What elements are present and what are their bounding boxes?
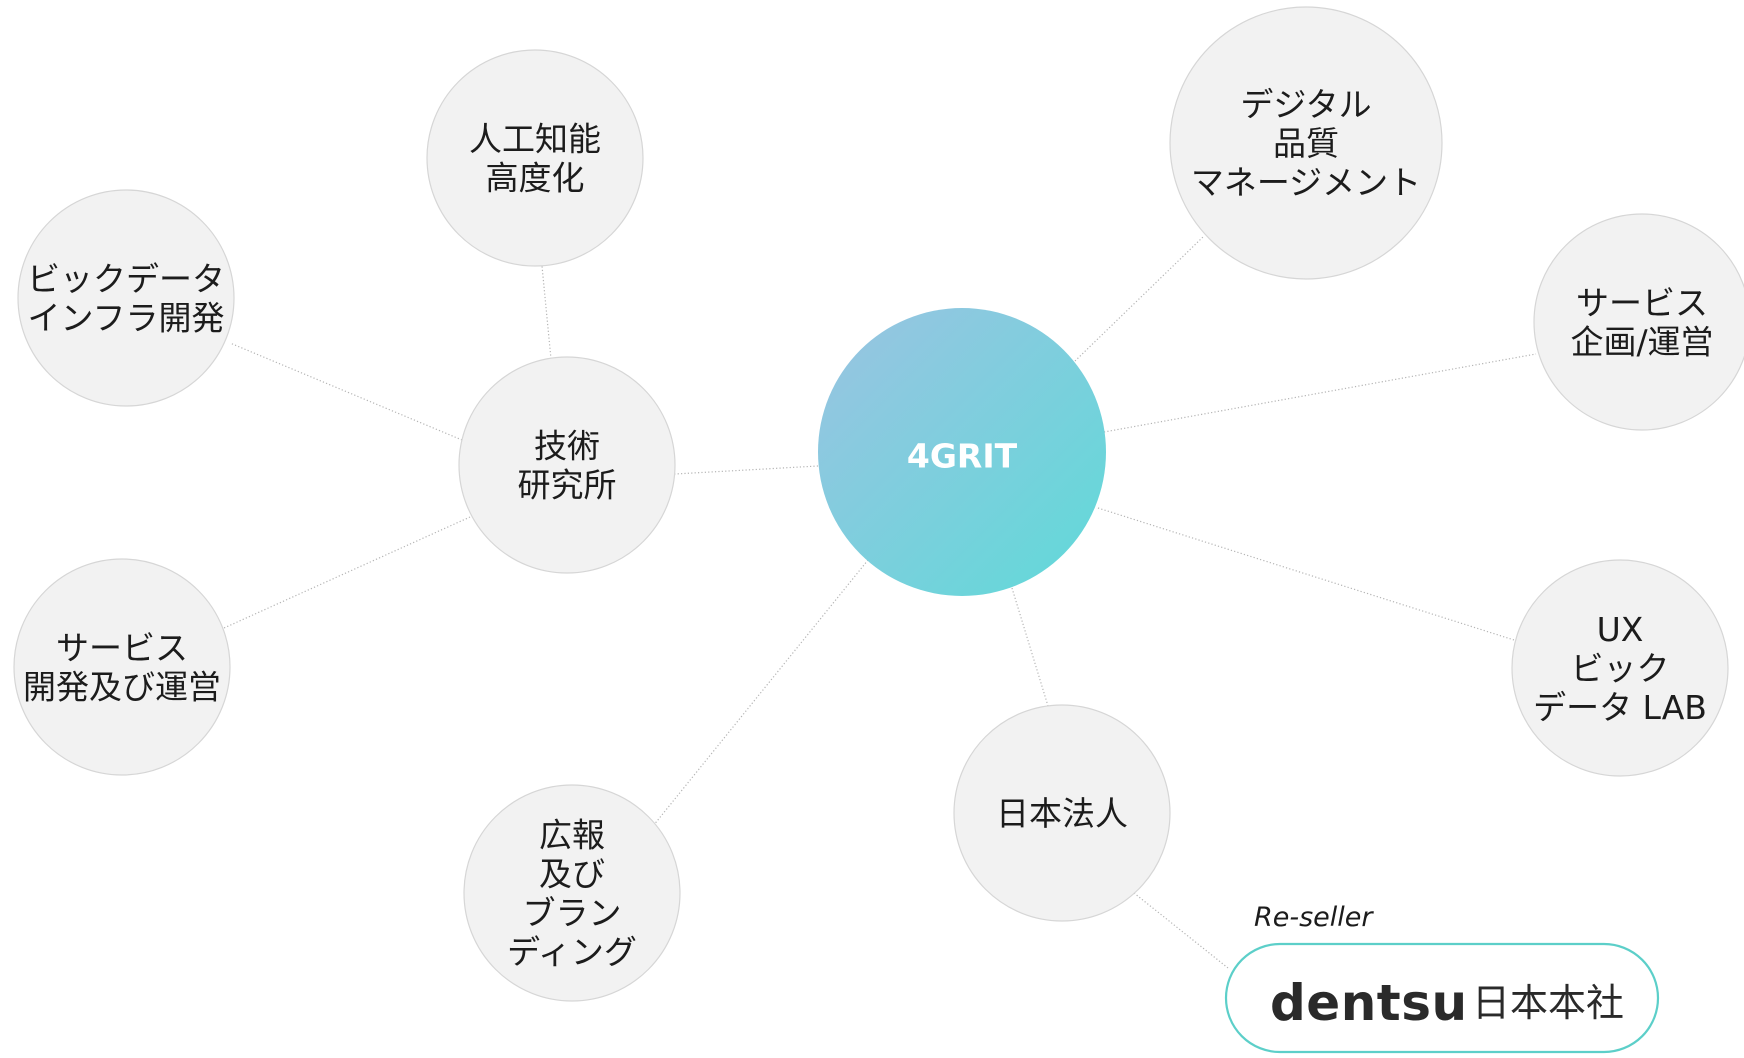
edge-center-quality	[1074, 235, 1205, 362]
edge-japan-reseller	[1133, 892, 1229, 969]
reseller-name: 日本本社	[1472, 981, 1624, 1025]
reseller-box	[1224, 942, 1660, 1054]
node-label-line: 技術	[534, 427, 600, 466]
node-circle	[1169, 6, 1443, 280]
center-node: 4GRIT	[818, 308, 1106, 596]
node-japan: 日本法人	[953, 704, 1171, 922]
node-label-line: ビック	[1571, 649, 1670, 688]
node-label-line: ブラン	[523, 894, 622, 933]
node-circle	[426, 49, 644, 267]
node-circle	[463, 784, 681, 1002]
node-label-line: 人工知能	[469, 120, 601, 159]
node-label-line: ビックデータ	[27, 260, 225, 299]
node-label-line: サービス	[56, 629, 188, 668]
node-label-line: 品質	[1273, 124, 1339, 163]
center-node-label: 4GRIT	[907, 437, 1018, 476]
edge-center-service-plan	[1103, 353, 1537, 433]
reseller-block: Re-seller dentsu 日本本社	[1224, 902, 1660, 1054]
node-group: 人工知能高度化ビックデータインフラ開発技術研究所サービス開発及び運営広報及びブラ…	[13, 6, 1744, 1002]
edge-lab-ai	[541, 265, 552, 360]
node-label-line: 広報	[539, 816, 605, 855]
node-circle	[13, 558, 231, 776]
node-label-line: 開発及び運営	[23, 668, 221, 707]
edge-center-lab	[674, 465, 819, 475]
node-label-line: ディング	[507, 933, 637, 972]
edge-center-pr	[652, 559, 869, 827]
node-label-line: 研究所	[518, 466, 617, 505]
center-node-circle	[818, 308, 1106, 596]
node-label-line: インフラ開発	[27, 299, 224, 338]
connector-lines	[223, 235, 1537, 969]
node-circle	[17, 189, 235, 407]
node-circle	[953, 704, 1171, 922]
node-label-line: データ LAB	[1533, 688, 1707, 727]
edge-center-ux	[1097, 507, 1515, 641]
dentsu-logo: dentsu	[1270, 974, 1468, 1032]
node-circle	[1533, 213, 1744, 431]
reseller-caption: Re-seller	[1254, 902, 1374, 933]
edge-center-japan	[1011, 587, 1049, 707]
node-label-line: 及び	[539, 855, 605, 894]
node-label-line: デジタル	[1240, 85, 1371, 124]
node-label-line: マネージメント	[1191, 163, 1421, 202]
edge-lab-service-dev	[223, 516, 471, 629]
node-circle	[458, 356, 676, 574]
node-label-line: サービス	[1576, 284, 1708, 323]
node-circle	[1511, 559, 1729, 777]
node-label-line: 企画/運営	[1570, 323, 1713, 362]
edge-lab-bigdata-infra	[229, 342, 463, 441]
node-label-line: UX	[1597, 610, 1644, 649]
node-label-line: 日本法人	[996, 794, 1128, 833]
node-label-line: 高度化	[486, 159, 585, 198]
